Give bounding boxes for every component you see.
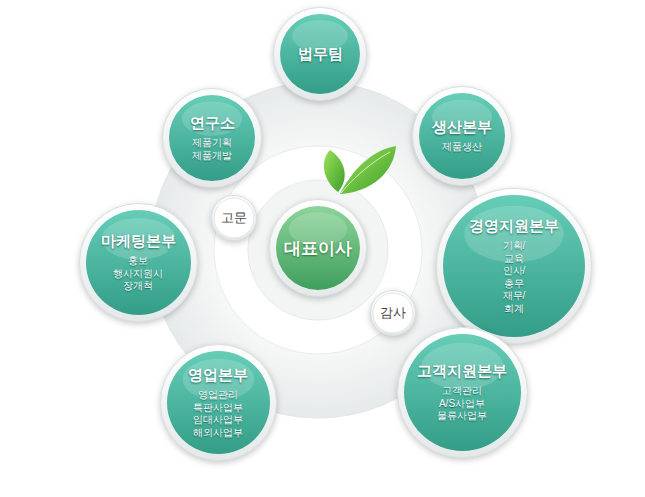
node-title: 고객지원본부 <box>417 362 507 381</box>
text-group: 생산본부제품생산 <box>432 118 492 154</box>
circle-rim <box>270 200 367 297</box>
circle-fill <box>169 95 255 181</box>
text-group: 경영지원본부기획/교육 인사/총무 재무/회계 <box>469 217 559 315</box>
gloss-highlight <box>182 101 242 135</box>
node-detail: 고객관리 A/S사업부 물류사업부 <box>437 385 487 423</box>
node-detail: 제품생산 <box>442 141 482 154</box>
division-circle: 고객지원본부고객관리 A/S사업부 물류사업부 <box>397 327 528 458</box>
circle-rim <box>274 8 367 101</box>
node-title: 생산본부 <box>432 118 492 137</box>
circle-fill <box>214 198 254 238</box>
circle-shape <box>412 86 512 186</box>
node-title: 마케팅본부 <box>101 232 176 251</box>
node-detail: 영업관리 특판사업부 임대사업부 해외사업부 <box>193 389 243 439</box>
text-group: 감사 <box>380 304 406 322</box>
inner-disc <box>214 146 422 354</box>
node-title: 경영지원본부 <box>469 217 559 236</box>
circle-fill <box>280 14 360 94</box>
text-group: 법무팀 <box>298 45 343 64</box>
node-title: 영업본부 <box>188 366 248 385</box>
node-detail: 제품기획 제품개발 <box>192 137 232 162</box>
node-detail: 홍보 행사지원시 장개척 <box>113 255 163 293</box>
division-circle: 법무팀 <box>273 7 367 101</box>
division-circle: 마케팅본부홍보 행사지원시 장개척 <box>79 203 198 322</box>
circle-fill <box>404 334 521 451</box>
text-group: 연구소제품기획 제품개발 <box>190 114 235 162</box>
circle-rim <box>160 344 276 460</box>
circle-fill <box>373 293 413 333</box>
text-group: 고문 <box>221 209 247 227</box>
division-circle: 생산본부제품생산 <box>412 86 512 186</box>
division-circle: 경영지원본부기획/교육 인사/총무 재무/회계 <box>436 188 592 344</box>
circle-rim <box>413 87 512 186</box>
division-circle: 연구소제품기획 제품개발 <box>162 88 262 188</box>
node-title: 연구소 <box>190 114 235 133</box>
leaf-illustration <box>324 146 396 194</box>
center-halo <box>248 180 388 320</box>
text-group: 영업본부영업관리 특판사업부 임대사업부 해외사업부 <box>188 366 248 439</box>
circle-rim <box>437 189 592 344</box>
circle-fill <box>419 93 505 179</box>
circle-rim <box>163 89 262 188</box>
circle-fill <box>86 210 191 315</box>
circle-fill <box>276 206 360 290</box>
text-group: 고객지원본부고객관리 A/S사업부 물류사업부 <box>417 362 507 423</box>
text-group: 대표이사 <box>284 237 352 260</box>
circle-fill <box>167 351 270 454</box>
ceo-circle: 대표이사 <box>269 199 367 297</box>
node-title: 고문 <box>221 209 247 227</box>
gloss-highlight <box>101 217 175 259</box>
circle-rim <box>397 327 527 457</box>
circle-rim <box>212 196 257 241</box>
node-title: 감사 <box>380 304 406 322</box>
staff-circle: 고문 <box>211 195 257 241</box>
text-group: 마케팅본부홍보 행사지원시 장개척 <box>101 232 176 293</box>
circle-fill <box>443 195 585 337</box>
staff-circle: 감사 <box>370 290 416 336</box>
node-title: 법무팀 <box>298 45 343 64</box>
node-title: 대표이사 <box>284 237 352 260</box>
node-detail: 기획/교육 인사/총무 재무/회계 <box>503 240 526 315</box>
circle-rim <box>371 291 416 336</box>
division-circle: 영업본부영업관리 특판사업부 임대사업부 해외사업부 <box>160 344 277 461</box>
circle-rim <box>79 203 197 321</box>
